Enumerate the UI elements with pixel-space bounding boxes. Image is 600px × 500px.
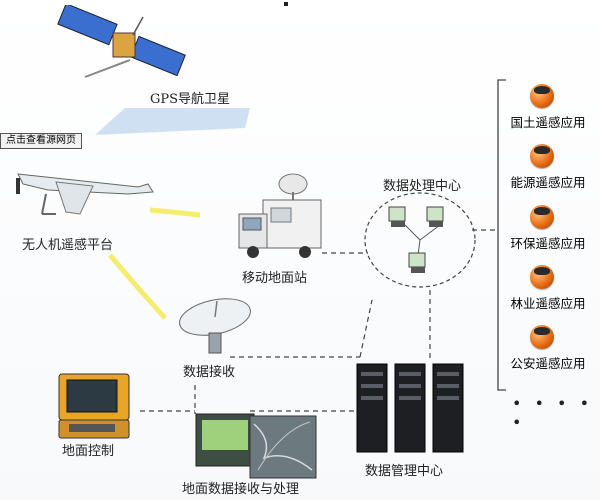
app-environment: 环保遥感应用 [498, 205, 598, 251]
satellite-dish-icon [179, 298, 251, 354]
satellite-icon [57, 5, 186, 78]
apps-bracket [497, 79, 506, 391]
globe-icon [530, 84, 554, 108]
receiver-label: 数据接收 [183, 365, 236, 380]
ground-station-truck-icon [238, 173, 322, 258]
app-forestry: 林业遥感应用 [498, 265, 598, 311]
ground-control-laptop-icon [58, 373, 130, 439]
uav-receiver-beam [108, 253, 167, 320]
app-label: 林业遥感应用 [510, 296, 586, 311]
globe-icon [530, 144, 554, 168]
link-receiver-center-2 [359, 299, 373, 358]
satellite-beam [95, 108, 250, 135]
data-processing-terminal-icon [195, 413, 317, 479]
ground-control-label: 地面控制 [62, 444, 115, 459]
app-label: 公安遥感应用 [510, 356, 586, 371]
uav-icon [16, 173, 154, 215]
data-management-label: 数据管理中心 [365, 464, 444, 479]
app-label: 能源遥感应用 [510, 175, 586, 190]
globe-icon [530, 265, 554, 289]
top-marker [284, 2, 288, 6]
satellite-label: GPS导航卫星 [150, 92, 231, 107]
computer-workstations-icon [388, 206, 444, 273]
view-source-button[interactable]: 点击查看源网页 [0, 133, 82, 149]
uav-label: 无人机遥感平台 [22, 238, 114, 253]
globe-icon [530, 205, 554, 229]
app-public-security: 公安遥感应用 [498, 325, 598, 371]
app-land-resources: 国土遥感应用 [498, 84, 598, 130]
globe-icon [530, 325, 554, 349]
app-label: 国土遥感应用 [510, 115, 586, 130]
app-energy: 能源遥感应用 [498, 144, 598, 190]
data-center-outline [364, 192, 476, 288]
ground-processing-label: 地面数据接收与处理 [182, 482, 300, 497]
server-racks-icon [356, 363, 464, 453]
more-ellipsis: • • • • • [512, 394, 594, 432]
ground-station-label: 移动地面站 [242, 271, 308, 286]
app-label: 环保遥感应用 [510, 236, 586, 251]
uav-station-beam [149, 207, 201, 218]
data-center-label: 数据处理中心 [383, 179, 462, 194]
